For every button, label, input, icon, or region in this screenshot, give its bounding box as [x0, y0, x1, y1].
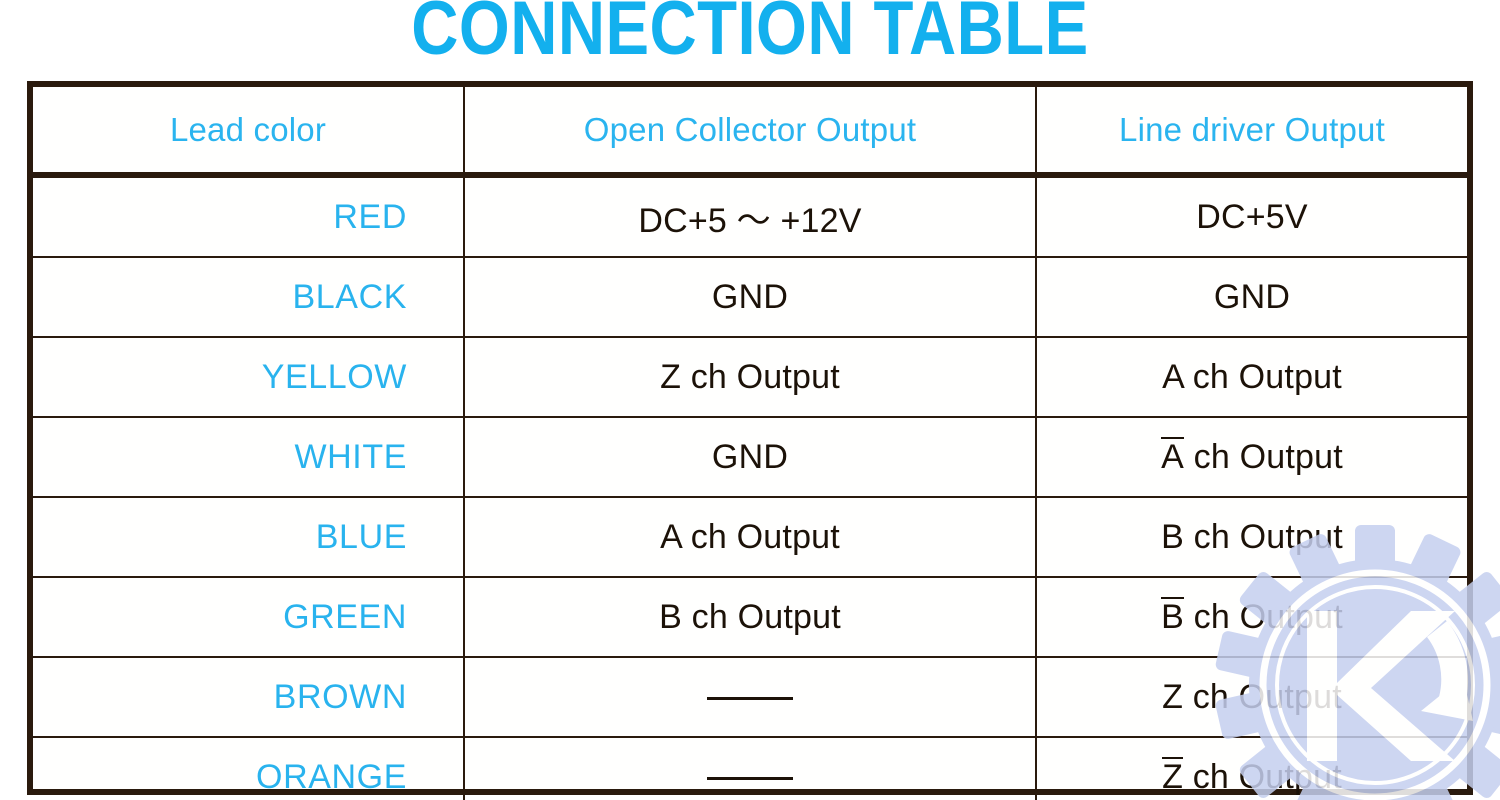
cell-open-collector-output	[463, 737, 1036, 800]
cell-lead-color: RED	[33, 175, 464, 258]
cell-open-collector-output	[463, 657, 1036, 738]
signal-label-rest: ch Output	[1183, 757, 1342, 796]
cell-open-collector-output: GND	[463, 417, 1036, 498]
connection-table: Lead color Open Collector Output Line dr…	[27, 81, 1473, 800]
cell-lead-color: WHITE	[33, 417, 464, 498]
table: Lead color Open Collector Output Line dr…	[33, 87, 1467, 800]
column-header-lead-color: Lead color	[33, 87, 464, 178]
signal-label-rest: ch Output	[1184, 597, 1343, 636]
cell-lead-color: YELLOW	[33, 337, 464, 418]
cell-line-driver-output: DC+5V	[1035, 175, 1467, 258]
cell-open-collector-output: A ch Output	[463, 497, 1036, 578]
page-title: CONNECTION TABLE	[411, 0, 1089, 71]
cell-line-driver-output: A ch Output	[1035, 337, 1467, 418]
column-header-open-collector-output: Open Collector Output	[463, 87, 1036, 178]
column-header-line-driver-output: Line driver Output	[1035, 87, 1467, 178]
cell-line-driver-output: Z ch Output	[1035, 737, 1467, 800]
table-row: ORANGE Z ch Output	[33, 737, 1467, 800]
not-applicable-dash	[707, 697, 793, 701]
cell-lead-color: GREEN	[33, 577, 464, 658]
cell-line-driver-output: GND	[1035, 257, 1467, 338]
not-applicable-dash	[707, 777, 793, 781]
header-row: Lead color Open Collector Output Line dr…	[33, 87, 1467, 178]
cell-open-collector-output: DC+5 〜 +12V	[463, 175, 1036, 258]
cell-open-collector-output: Z ch Output	[463, 337, 1036, 418]
cell-line-driver-output: A ch Output	[1035, 417, 1467, 498]
overline-signal-letter: A	[1161, 436, 1184, 476]
cell-lead-color: BLUE	[33, 497, 464, 578]
table-header: Lead color Open Collector Output Line dr…	[33, 87, 1467, 178]
signal-label-rest: ch Output	[1184, 437, 1343, 476]
cell-line-driver-output: B ch Output	[1035, 577, 1467, 658]
cell-lead-color: BLACK	[33, 257, 464, 338]
cell-open-collector-output: GND	[463, 257, 1036, 338]
table-row: BROWN Z ch Output	[33, 657, 1467, 738]
cell-line-driver-output: Z ch Output	[1035, 657, 1467, 738]
cell-lead-color: ORANGE	[256, 757, 407, 796]
cell-line-driver-output: B ch Output	[1035, 497, 1467, 578]
overline-signal-letter: Z	[1162, 756, 1184, 796]
cell-lead-color: BROWN	[33, 657, 464, 738]
overline-signal-letter: B	[1161, 596, 1184, 636]
cell-open-collector-output: B ch Output	[463, 577, 1036, 658]
